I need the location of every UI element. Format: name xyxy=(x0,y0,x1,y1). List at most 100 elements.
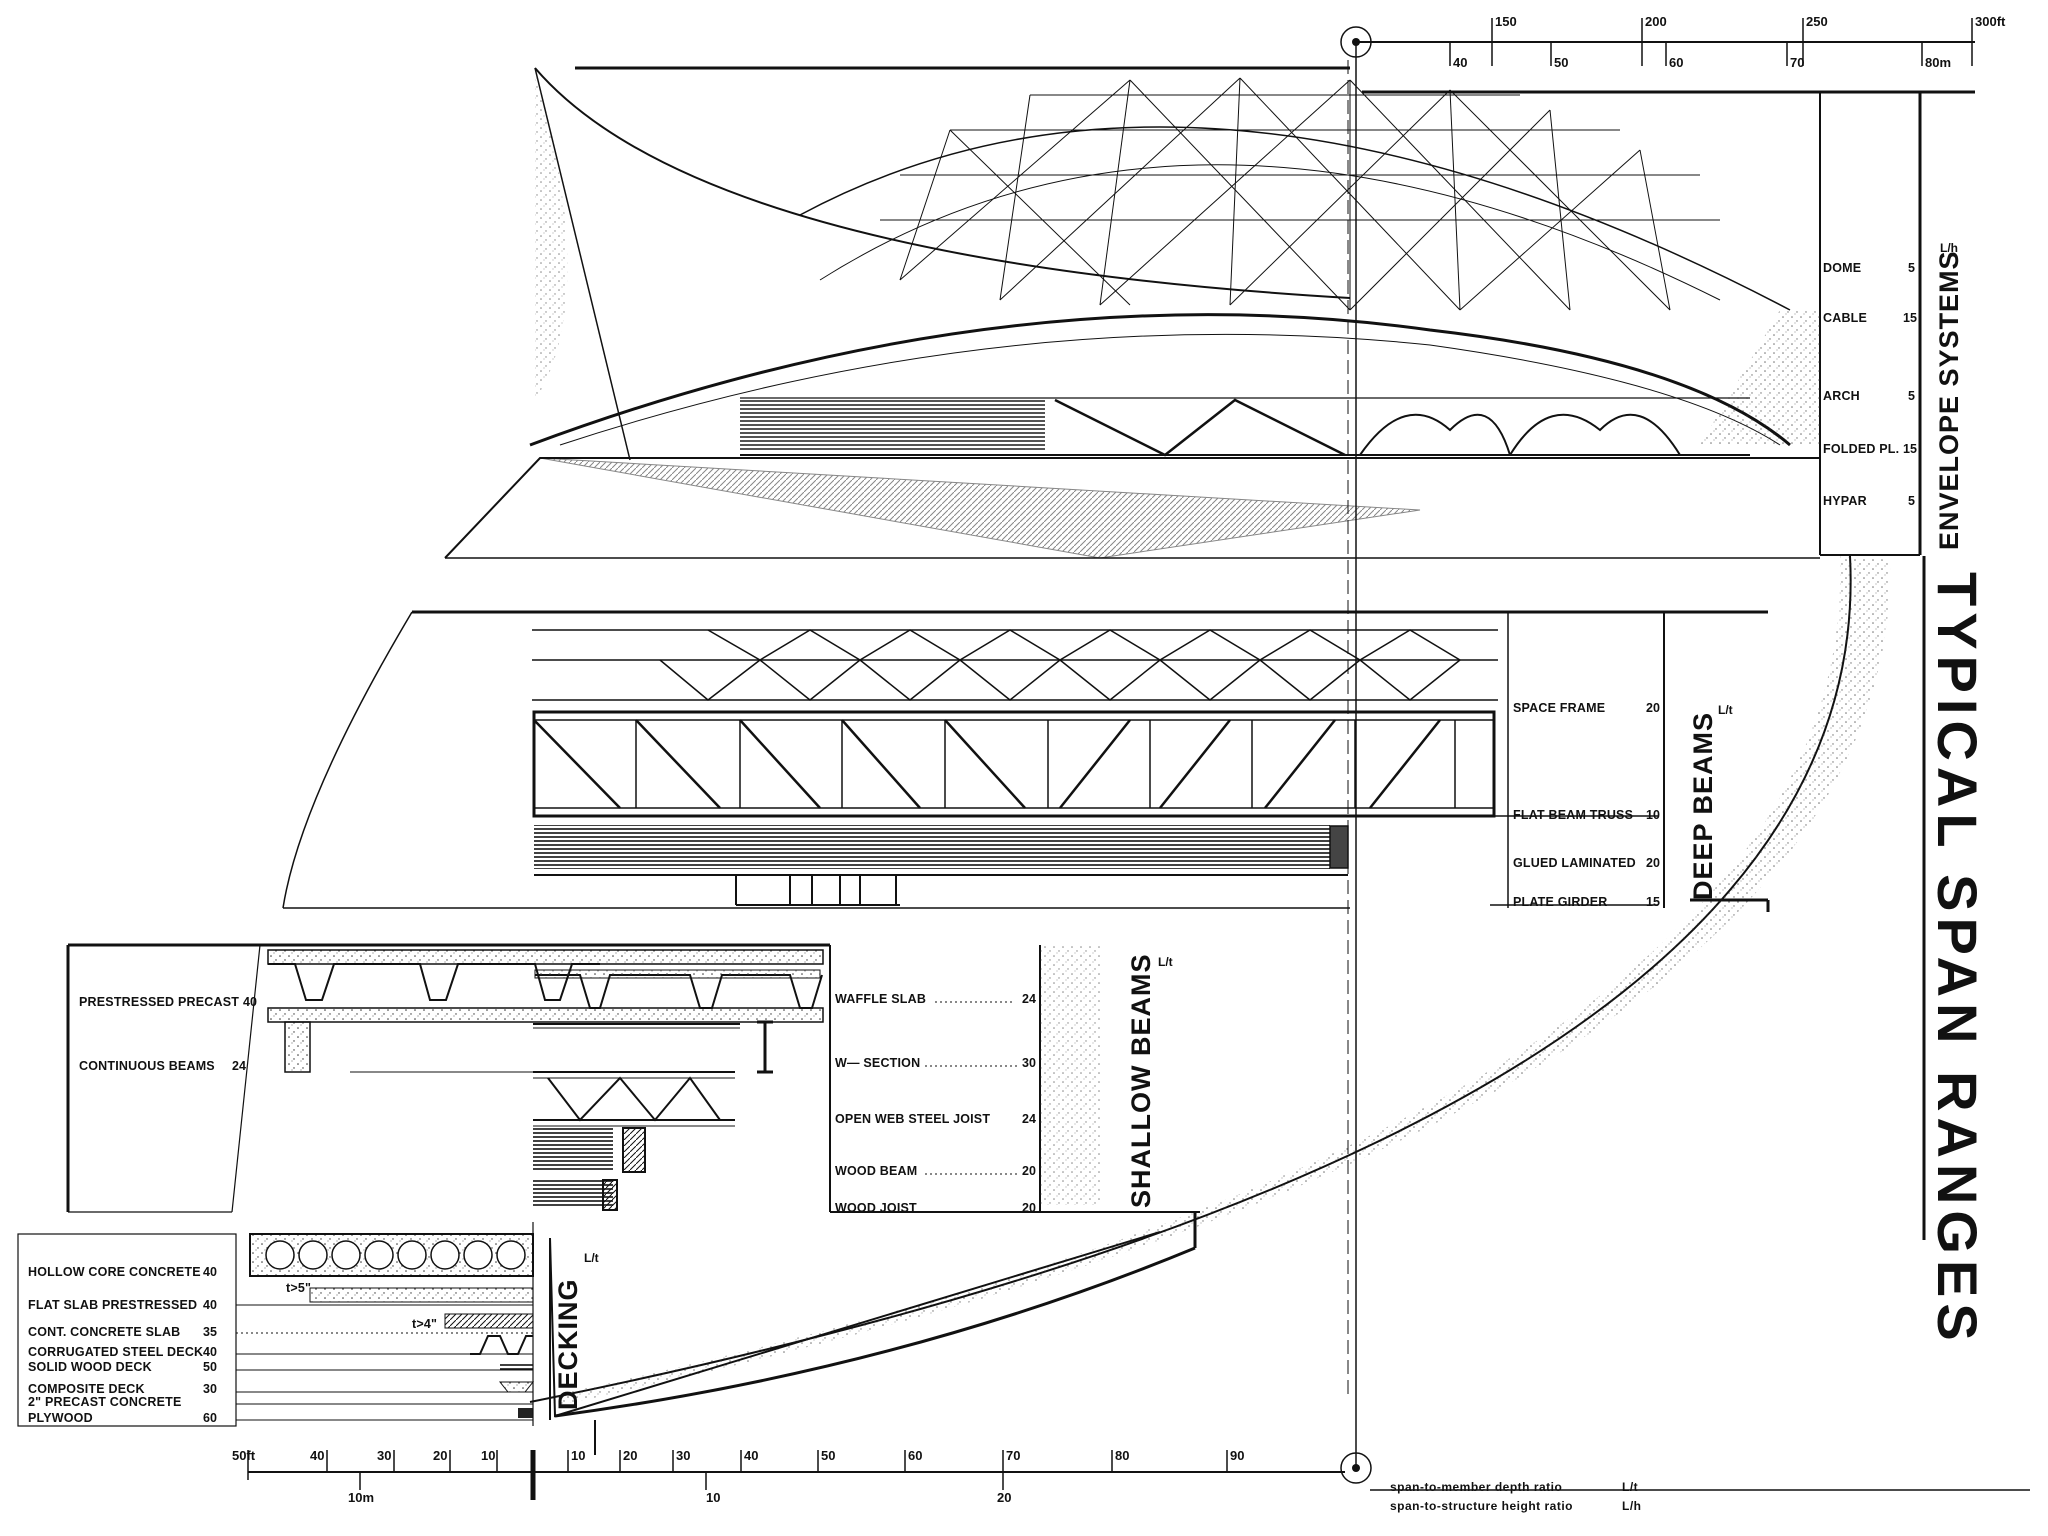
envelope-label: HYPAR xyxy=(1823,494,1867,508)
bottom-right-ft-tick: 50 xyxy=(821,1448,835,1463)
envelope-label: ARCH xyxy=(1823,389,1860,403)
bottom-right-m-tick: 20 xyxy=(997,1490,1011,1505)
bottom-right-ft-tick: 90 xyxy=(1230,1448,1244,1463)
plate-girder xyxy=(534,874,1348,906)
shallow-beam-value: 24 xyxy=(1022,1112,1036,1126)
deep-beam-label: SPACE FRAME xyxy=(1513,701,1605,715)
decking-label: CONT. CONCRETE SLAB xyxy=(28,1325,180,1339)
dome-system xyxy=(799,126,1791,311)
deep-beam-label: FLAT BEAM TRUSS xyxy=(1513,808,1633,822)
bottom-left-ft-tick: 20 xyxy=(433,1448,447,1463)
decking-title: DECKING xyxy=(553,1278,583,1410)
bottom-right-m-tick: 10 xyxy=(706,1490,720,1505)
envelope-systems-title: ENVELOPE SYSTEMS xyxy=(1934,250,1964,550)
decking-labels: HOLLOW CORE CONCRETE 40 FLAT SLAB PRESTR… xyxy=(28,1251,599,1425)
decking-value: 50 xyxy=(203,1360,217,1374)
shallow-beam-label: W— SECTION xyxy=(835,1056,920,1070)
deep-beams-graphic xyxy=(282,610,1770,912)
bottom-right-ft-tick: 40 xyxy=(744,1448,758,1463)
bottom-left-ft-tick: 10 xyxy=(481,1448,495,1463)
top-m-tick: 70 xyxy=(1790,55,1804,70)
top-scale: 150 200 250 300ft 40 50 60 70 80m xyxy=(1356,14,2006,70)
shallow-beams-unit: L/t xyxy=(1158,955,1173,969)
decking-note: t>5" xyxy=(286,1281,311,1295)
shallow-beam-value: 30 xyxy=(1022,1056,1036,1070)
bottom-left-ft-tick: 50ft xyxy=(232,1448,256,1463)
shallow-beam-value: 20 xyxy=(1022,1164,1036,1178)
decking-value: 40 xyxy=(203,1298,217,1312)
decking-value: 40 xyxy=(203,1345,217,1359)
deep-beams-labels: SPACE FRAME 20 FLAT BEAM TRUSS 10 GLUED … xyxy=(1513,701,1733,909)
top-m-tick: 80m xyxy=(1925,55,1951,70)
cable-system xyxy=(534,67,1351,299)
deep-beam-value: 20 xyxy=(1646,856,1660,870)
bottom-right-ft-tick: 30 xyxy=(676,1448,690,1463)
top-ft-tick: 300ft xyxy=(1975,14,2006,29)
envelope-systems-graphic xyxy=(444,66,1975,559)
bottom-right-ft-tick: 60 xyxy=(908,1448,922,1463)
envelope-value: 5 xyxy=(1908,261,1915,275)
envelope-systems-labels: DOME 5 CABLE 15 ARCH 5 FOLDED PL. 15 HYP… xyxy=(1823,241,1964,550)
legend-abbr: L/t xyxy=(1622,1480,1638,1494)
decking-label: FLAT SLAB PRESTRESSED xyxy=(28,1298,197,1312)
legend: span-to-member depth ratio L/t span-to-s… xyxy=(1370,1480,2030,1513)
envelope-label: FOLDED PL. xyxy=(1823,442,1899,456)
decking-label: HOLLOW CORE CONCRETE xyxy=(28,1265,201,1279)
decking-value: 30 xyxy=(203,1382,217,1396)
bottom-left-m-tick: 10m xyxy=(348,1490,374,1505)
bottom-right-ft-tick: 80 xyxy=(1115,1448,1129,1463)
decking-unit: L/t xyxy=(584,1251,599,1265)
envelope-label: CABLE xyxy=(1823,311,1867,325)
envelope-unit: L/h xyxy=(1940,241,1958,255)
bottom-left-ft-tick: 40 xyxy=(310,1448,324,1463)
shallow-beam-label: WAFFLE SLAB xyxy=(835,992,926,1006)
shallow-beam-label: OPEN WEB STEEL JOIST xyxy=(835,1112,990,1126)
shallow-beams-labels: PRESTRESSED PRECAST 40 CONTINUOUS BEAMS … xyxy=(79,954,1173,1215)
shallow-beam-label: PRESTRESSED PRECAST xyxy=(79,995,239,1009)
envelope-value: 15 xyxy=(1903,311,1917,325)
top-ft-tick: 200 xyxy=(1645,14,1667,29)
decking-label: SOLID WOOD DECK xyxy=(28,1360,152,1374)
envelope-value: 5 xyxy=(1908,494,1915,508)
bottom-right-ft-tick: 70 xyxy=(1006,1448,1020,1463)
decking-value: 35 xyxy=(203,1325,217,1339)
shallow-beam-value: 24 xyxy=(232,1059,246,1073)
deep-beam-label: PLATE GIRDER xyxy=(1513,895,1608,909)
top-m-tick: 60 xyxy=(1669,55,1683,70)
bottom-right-ft-tick: 20 xyxy=(623,1448,637,1463)
envelope-value: 15 xyxy=(1903,442,1917,456)
bottom-right-ft-tick: 10 xyxy=(571,1448,585,1463)
decking-graphic xyxy=(17,1212,1197,1455)
sweep-stipple xyxy=(540,556,1891,1405)
top-m-tick: 50 xyxy=(1554,55,1568,70)
deep-beam-value: 15 xyxy=(1646,895,1660,909)
flat-beam-truss xyxy=(532,710,1496,818)
deep-beam-value: 20 xyxy=(1646,701,1660,715)
shallow-beam-label: WOOD JOIST xyxy=(835,1201,917,1215)
glued-laminated-beam xyxy=(534,825,1330,869)
dome-grid xyxy=(880,77,1720,311)
deep-beam-label: GLUED LAMINATED xyxy=(1513,856,1636,870)
deep-beams-unit: L/t xyxy=(1718,703,1733,717)
decking-label: CORRUGATED STEEL DECK xyxy=(28,1345,203,1359)
shallow-beam-value: 40 xyxy=(243,995,257,1009)
arch-system xyxy=(529,313,1791,447)
shallow-beam-label: CONTINUOUS BEAMS xyxy=(79,1059,215,1073)
bottom-origin-marker xyxy=(1340,1452,1372,1484)
shallow-beam-value: 24 xyxy=(1022,992,1036,1006)
decking-value: 40 xyxy=(203,1265,217,1279)
deep-beam-value: 10 xyxy=(1646,808,1660,822)
envelope-label: DOME xyxy=(1823,261,1861,275)
shallow-beams-graphic xyxy=(66,943,1200,1213)
top-ft-tick: 250 xyxy=(1806,14,1828,29)
legend-text: span-to-member depth ratio xyxy=(1390,1480,1562,1494)
shallow-beam-label: WOOD BEAM xyxy=(835,1164,917,1178)
top-ft-tick: 150 xyxy=(1495,14,1517,29)
bottom-scale: 50ft 40 30 20 10 10m 10 20 30 40 50 60 7… xyxy=(232,1448,1345,1505)
page-title: TYPICAL SPAN RANGES xyxy=(1926,572,1989,1347)
decking-label: COMPOSITE DECK xyxy=(28,1382,145,1396)
decking-label: PLYWOOD xyxy=(28,1411,93,1425)
shallow-beams-title: SHALLOW BEAMS xyxy=(1126,954,1156,1208)
top-m-tick: 40 xyxy=(1453,55,1467,70)
